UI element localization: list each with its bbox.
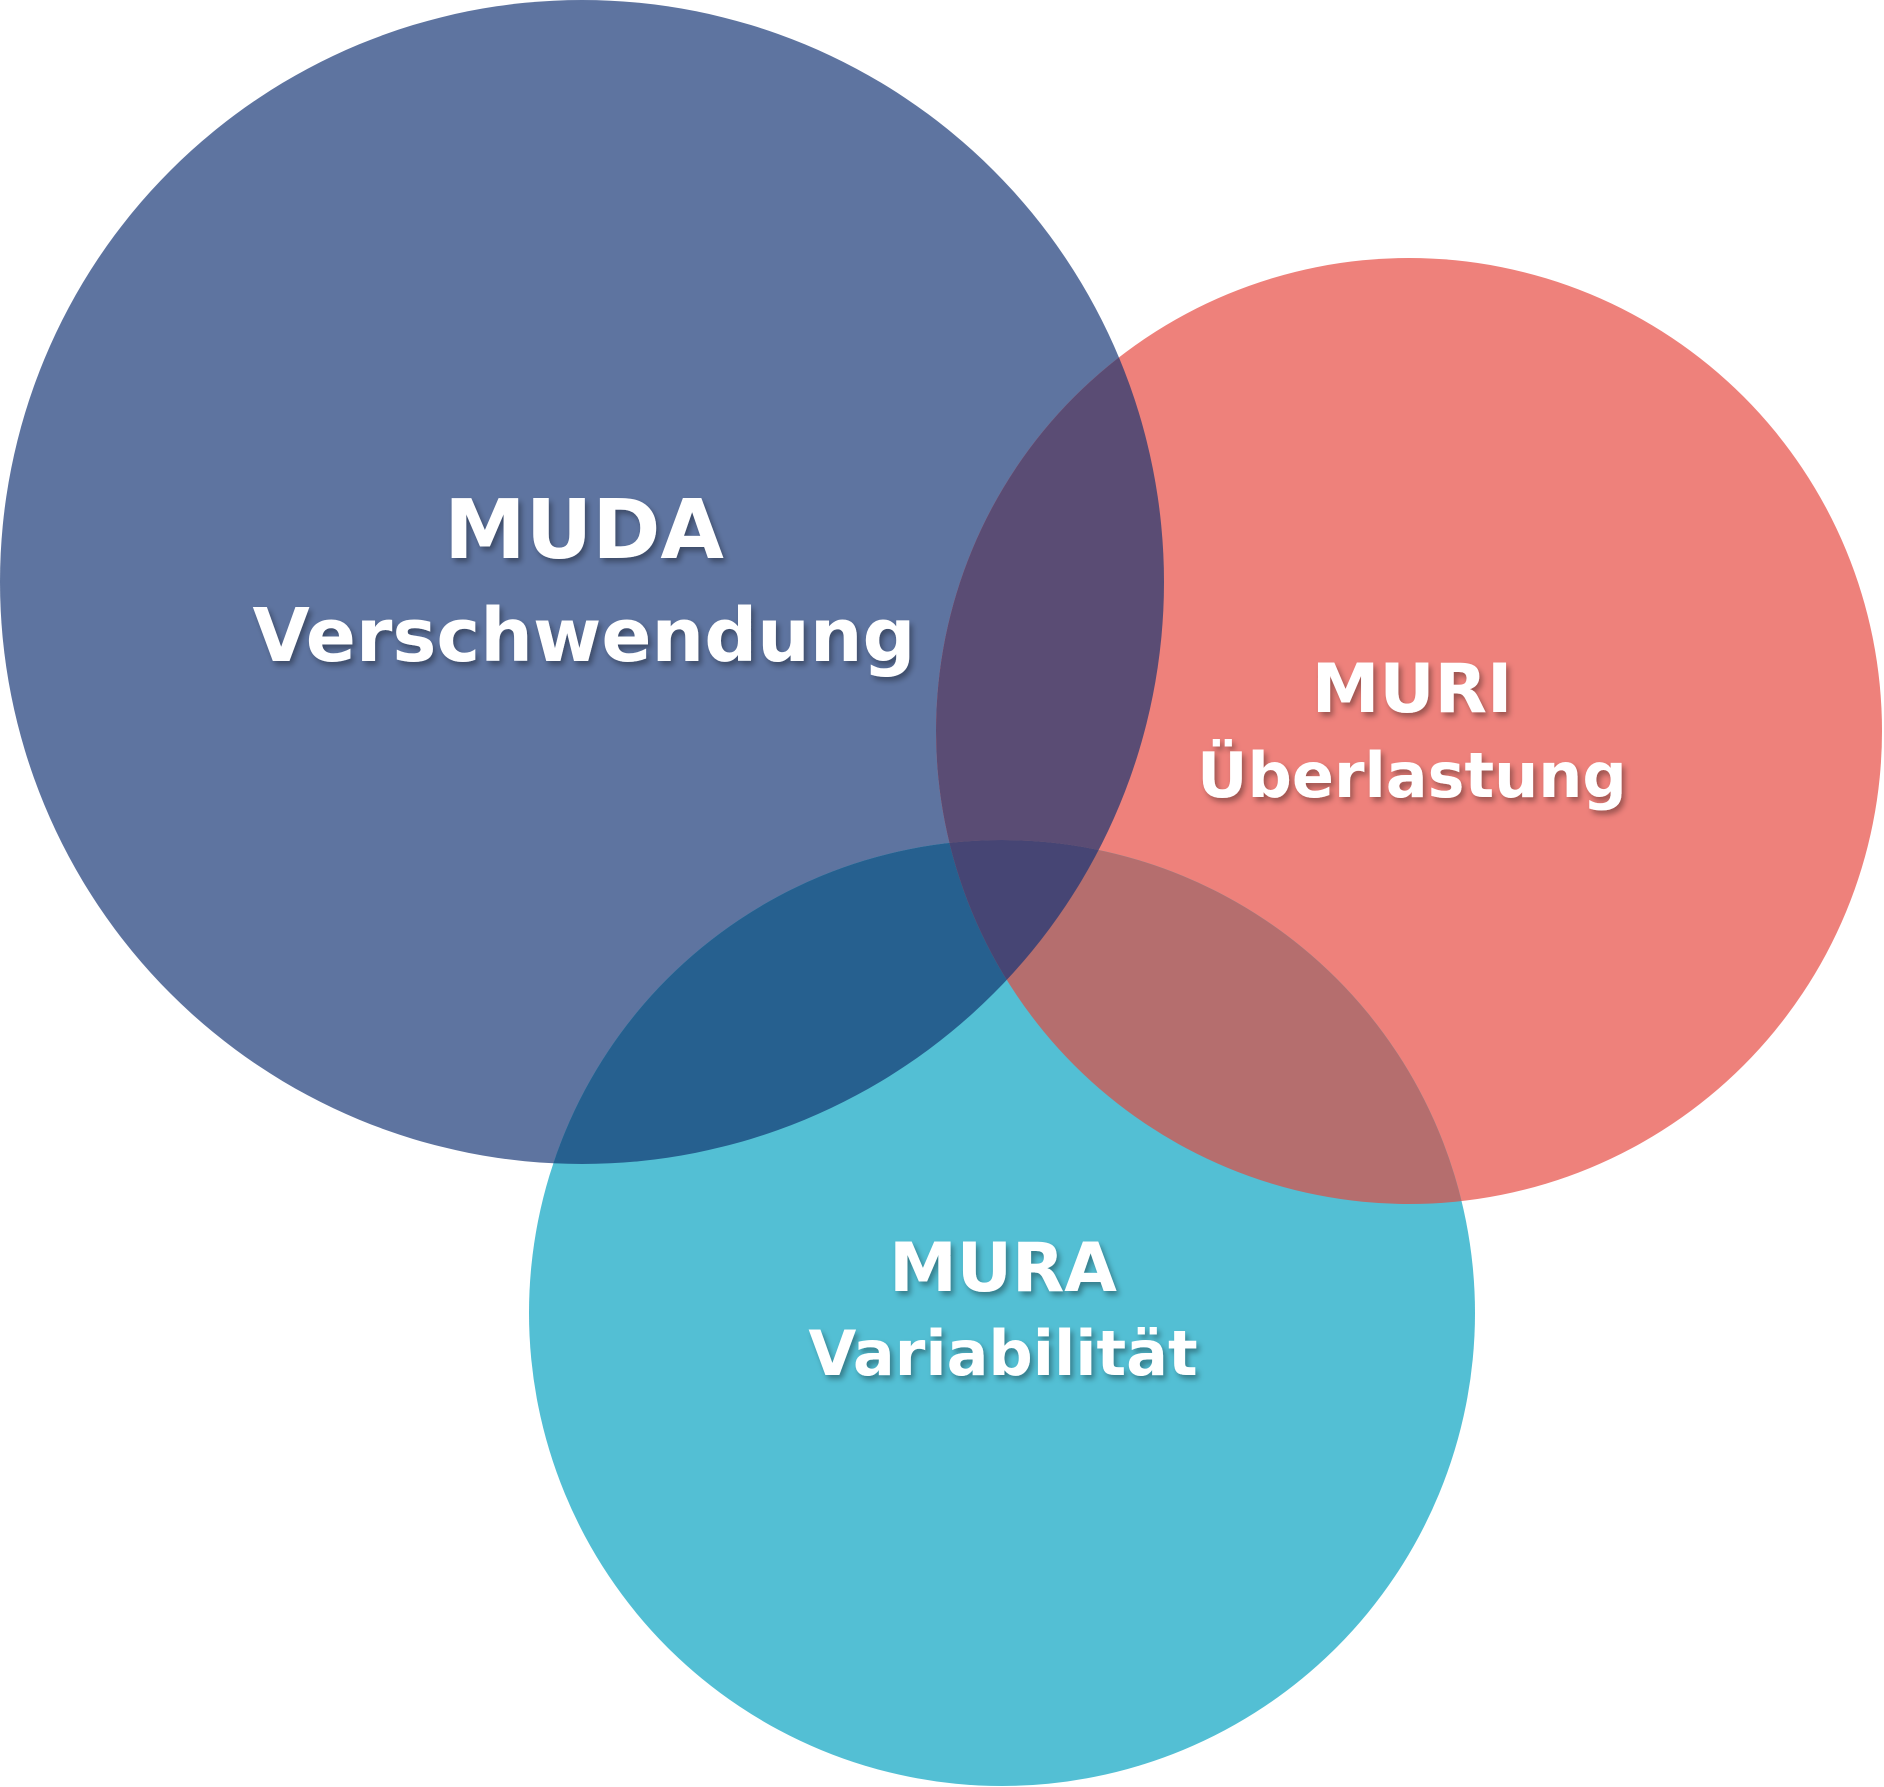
muda-mura-overlap	[529, 840, 1164, 1164]
muda-title: MUDA	[444, 483, 724, 578]
muda-subtitle: Verschwendung	[252, 593, 915, 679]
muri-subtitle: Überlastung	[1197, 739, 1627, 812]
muri-mura-overlap	[936, 840, 1475, 1204]
mura-title: MURA	[889, 1229, 1117, 1308]
muri-title: MURI	[1312, 650, 1513, 729]
mura-subtitle: Variabilität	[808, 1317, 1197, 1390]
